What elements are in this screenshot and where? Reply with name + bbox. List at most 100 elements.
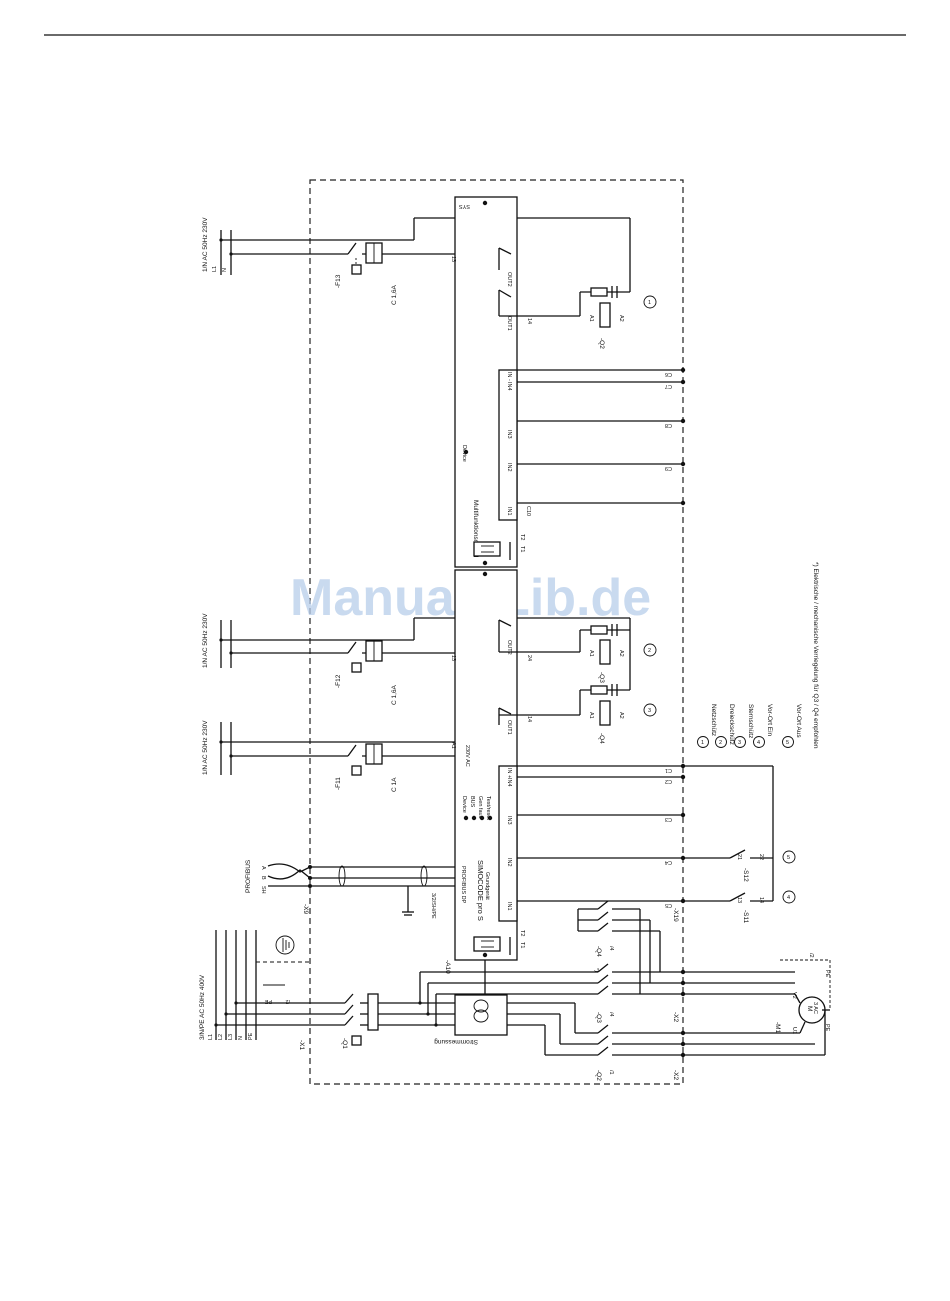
x2-c2: C2 — [665, 778, 672, 784]
q3-a1-label: A1 — [588, 650, 594, 657]
supply-f12-label: 1/N AC 50Hz 230V — [202, 613, 209, 668]
motor-label: M — [806, 1006, 813, 1011]
legend-2-text: Dreieckschütz — [728, 704, 735, 745]
mfm-t2-label: T2 — [519, 534, 525, 540]
bu-genfault-led — [479, 815, 485, 821]
s11-tag: -S11 — [742, 910, 749, 924]
s11-pin-13: 13 — [736, 897, 742, 903]
x2-c7: C7 — [665, 383, 672, 389]
legend-4-num: 4 — [757, 740, 760, 746]
q4-power-tag: -Q4 — [595, 946, 602, 957]
mfm-input-wiring: C6 C7 C8 C9 — [517, 367, 686, 506]
bu-led-label-genfault: Gen fault — [477, 796, 483, 819]
mfm-13-label: 13 — [450, 256, 456, 262]
mfm-in-minus-label: IN - — [506, 372, 512, 381]
mfm-out2-label: OUT2 — [506, 272, 512, 287]
mfm-in1-label: IN1 — [506, 507, 512, 516]
bu-in4-label: IN4 — [506, 778, 512, 787]
x19-tag: -X19 — [672, 908, 679, 922]
q4-a2-label: A2 — [618, 712, 624, 719]
motor-sub: 3 AC — [812, 1002, 818, 1014]
term-n: N — [222, 268, 228, 272]
supply-f11-label: 1/N AC 50Hz 230V — [202, 720, 209, 775]
current-module: Strommessung — [434, 960, 575, 1045]
multifunction-module: SYS OUT2 OUT1 13 14 IN - IN4 IN3 IN2 IN1… — [450, 196, 580, 582]
bu-input-wiring: C1 C2 C3 C4 C5 -S12 -S11 21 22 13 14 5 4 — [517, 763, 796, 924]
contactor-q2-coil: A1 A2 -Q2 1 — [579, 286, 657, 349]
q3-coil-tag: -Q3 — [598, 672, 605, 683]
bu-led-label-bus: BUS — [469, 796, 475, 808]
callout-5: 5 — [787, 855, 790, 861]
fuse-f13-rating: C 1,6A — [391, 284, 398, 305]
mfm-led-label: Device — [461, 445, 467, 462]
contactor-q3-q4-coils: A2 A1 -Q3 2 A2 A1 -Q4 3 — [498, 624, 657, 744]
mfm-out1-label: OUT1 — [506, 316, 512, 331]
bu-14-label: 14 — [526, 716, 532, 722]
motor-pe-top: PE — [824, 970, 830, 978]
pushbutton-s11 — [729, 892, 746, 902]
q2-a2-label: A2 — [618, 315, 624, 322]
bu-profibus-label: PROFIBUS DP — [460, 866, 466, 904]
bu-13-label: 13 — [450, 655, 456, 661]
bu-led-label-device: Device — [461, 796, 467, 813]
q2-coil-tag: -Q2 — [598, 338, 605, 349]
basic-unit: OUT2 OUT1 13 24 14 A1 230V AC IN + IN4 I… — [444, 569, 532, 974]
mfm-title: Multifunktionsmodul — [472, 500, 479, 558]
a10-tag: -A10 — [444, 960, 451, 974]
q4-a1-label: A1 — [588, 712, 594, 719]
profibus-pin-a: A — [260, 866, 266, 870]
q4-coil-tag: -Q4 — [598, 733, 605, 744]
bu-bus-led — [471, 815, 477, 821]
bu-supply-label: 230V AC — [464, 745, 470, 767]
callout-4: 4 — [787, 895, 790, 901]
footnote: *) Elektrische / mechanische Verriegelun… — [812, 562, 819, 749]
bu-subtitle: Grundgerät — [484, 872, 490, 900]
bu-t2-label: T2 — [519, 930, 525, 936]
x2-c9: C9 — [665, 465, 672, 471]
x2-c6: C6 — [665, 371, 672, 377]
bu-a1-label: A1 — [450, 742, 456, 749]
q1-tag: -Q1 — [341, 1038, 348, 1049]
svg-text:C10: C10 — [525, 506, 531, 516]
main-pe-tag: PE — [264, 998, 272, 1004]
interlock-mark: *) — [593, 968, 599, 972]
bu-in-plus-label: IN + — [506, 768, 512, 778]
profibus-connection: PROFIBUS A B SH -X9 3/2/SH/PE — [245, 859, 455, 919]
main-l2: L2 — [218, 1034, 224, 1040]
main-l1: L1 — [208, 1034, 214, 1040]
q3-a2-label: A2 — [618, 650, 624, 657]
legend: 1 Netzschütz 2 Dreieckschütz 3 Sternschü… — [697, 562, 819, 749]
q2-power-tag: -Q2 — [595, 1070, 602, 1081]
q2-a1-label: A1 — [588, 315, 594, 322]
supply-f11: 1/N AC 50Hz 230V -F11 C 1A — [202, 720, 455, 792]
main-supply: 3/N/PE AC 50Hz 400V L1 L2 L3 N PE PE /2 … — [199, 930, 455, 1051]
legend-5-text: Vor-Ort Aus — [795, 704, 802, 738]
s11-pin-14: 14 — [758, 897, 764, 903]
pushbutton-s12 — [729, 849, 746, 859]
mfm-in3-label: IN3 — [506, 430, 512, 439]
q3-ref: /4 — [608, 1012, 614, 1017]
motor-v2: V2 — [791, 992, 797, 999]
bu-device-led — [463, 815, 469, 821]
bu-out2-label: OUT2 — [506, 640, 512, 655]
bu-test-reset-led — [487, 815, 493, 821]
supply-f13-label: 1/N AC 50Hz 230V — [202, 217, 209, 272]
q4-ref: /4 — [608, 946, 614, 951]
mfm-sys-label: SYS — [459, 203, 470, 209]
mfm-14-label: 14 — [526, 318, 532, 324]
s12-pin-22: 22 — [758, 854, 764, 860]
mfm-in2-label: IN2 — [506, 463, 512, 472]
legend-3-num: 3 — [738, 740, 741, 746]
motor-pe-bottom: PE — [824, 1024, 830, 1032]
control-cabinet-boundary — [309, 179, 684, 1085]
bu-24-label: 24 — [526, 655, 532, 661]
mfm-in4-label: IN4 — [506, 382, 512, 391]
callout-2: 2 — [648, 648, 651, 654]
fuse-f12-tag: -F12 — [335, 674, 342, 688]
q3-power-tag: -Q3 — [595, 1012, 602, 1023]
motor-u1: U1 — [791, 1027, 797, 1034]
fuse-f12-rating: C 1,6A — [391, 684, 398, 705]
motor-tag: -M1 — [774, 1022, 781, 1034]
